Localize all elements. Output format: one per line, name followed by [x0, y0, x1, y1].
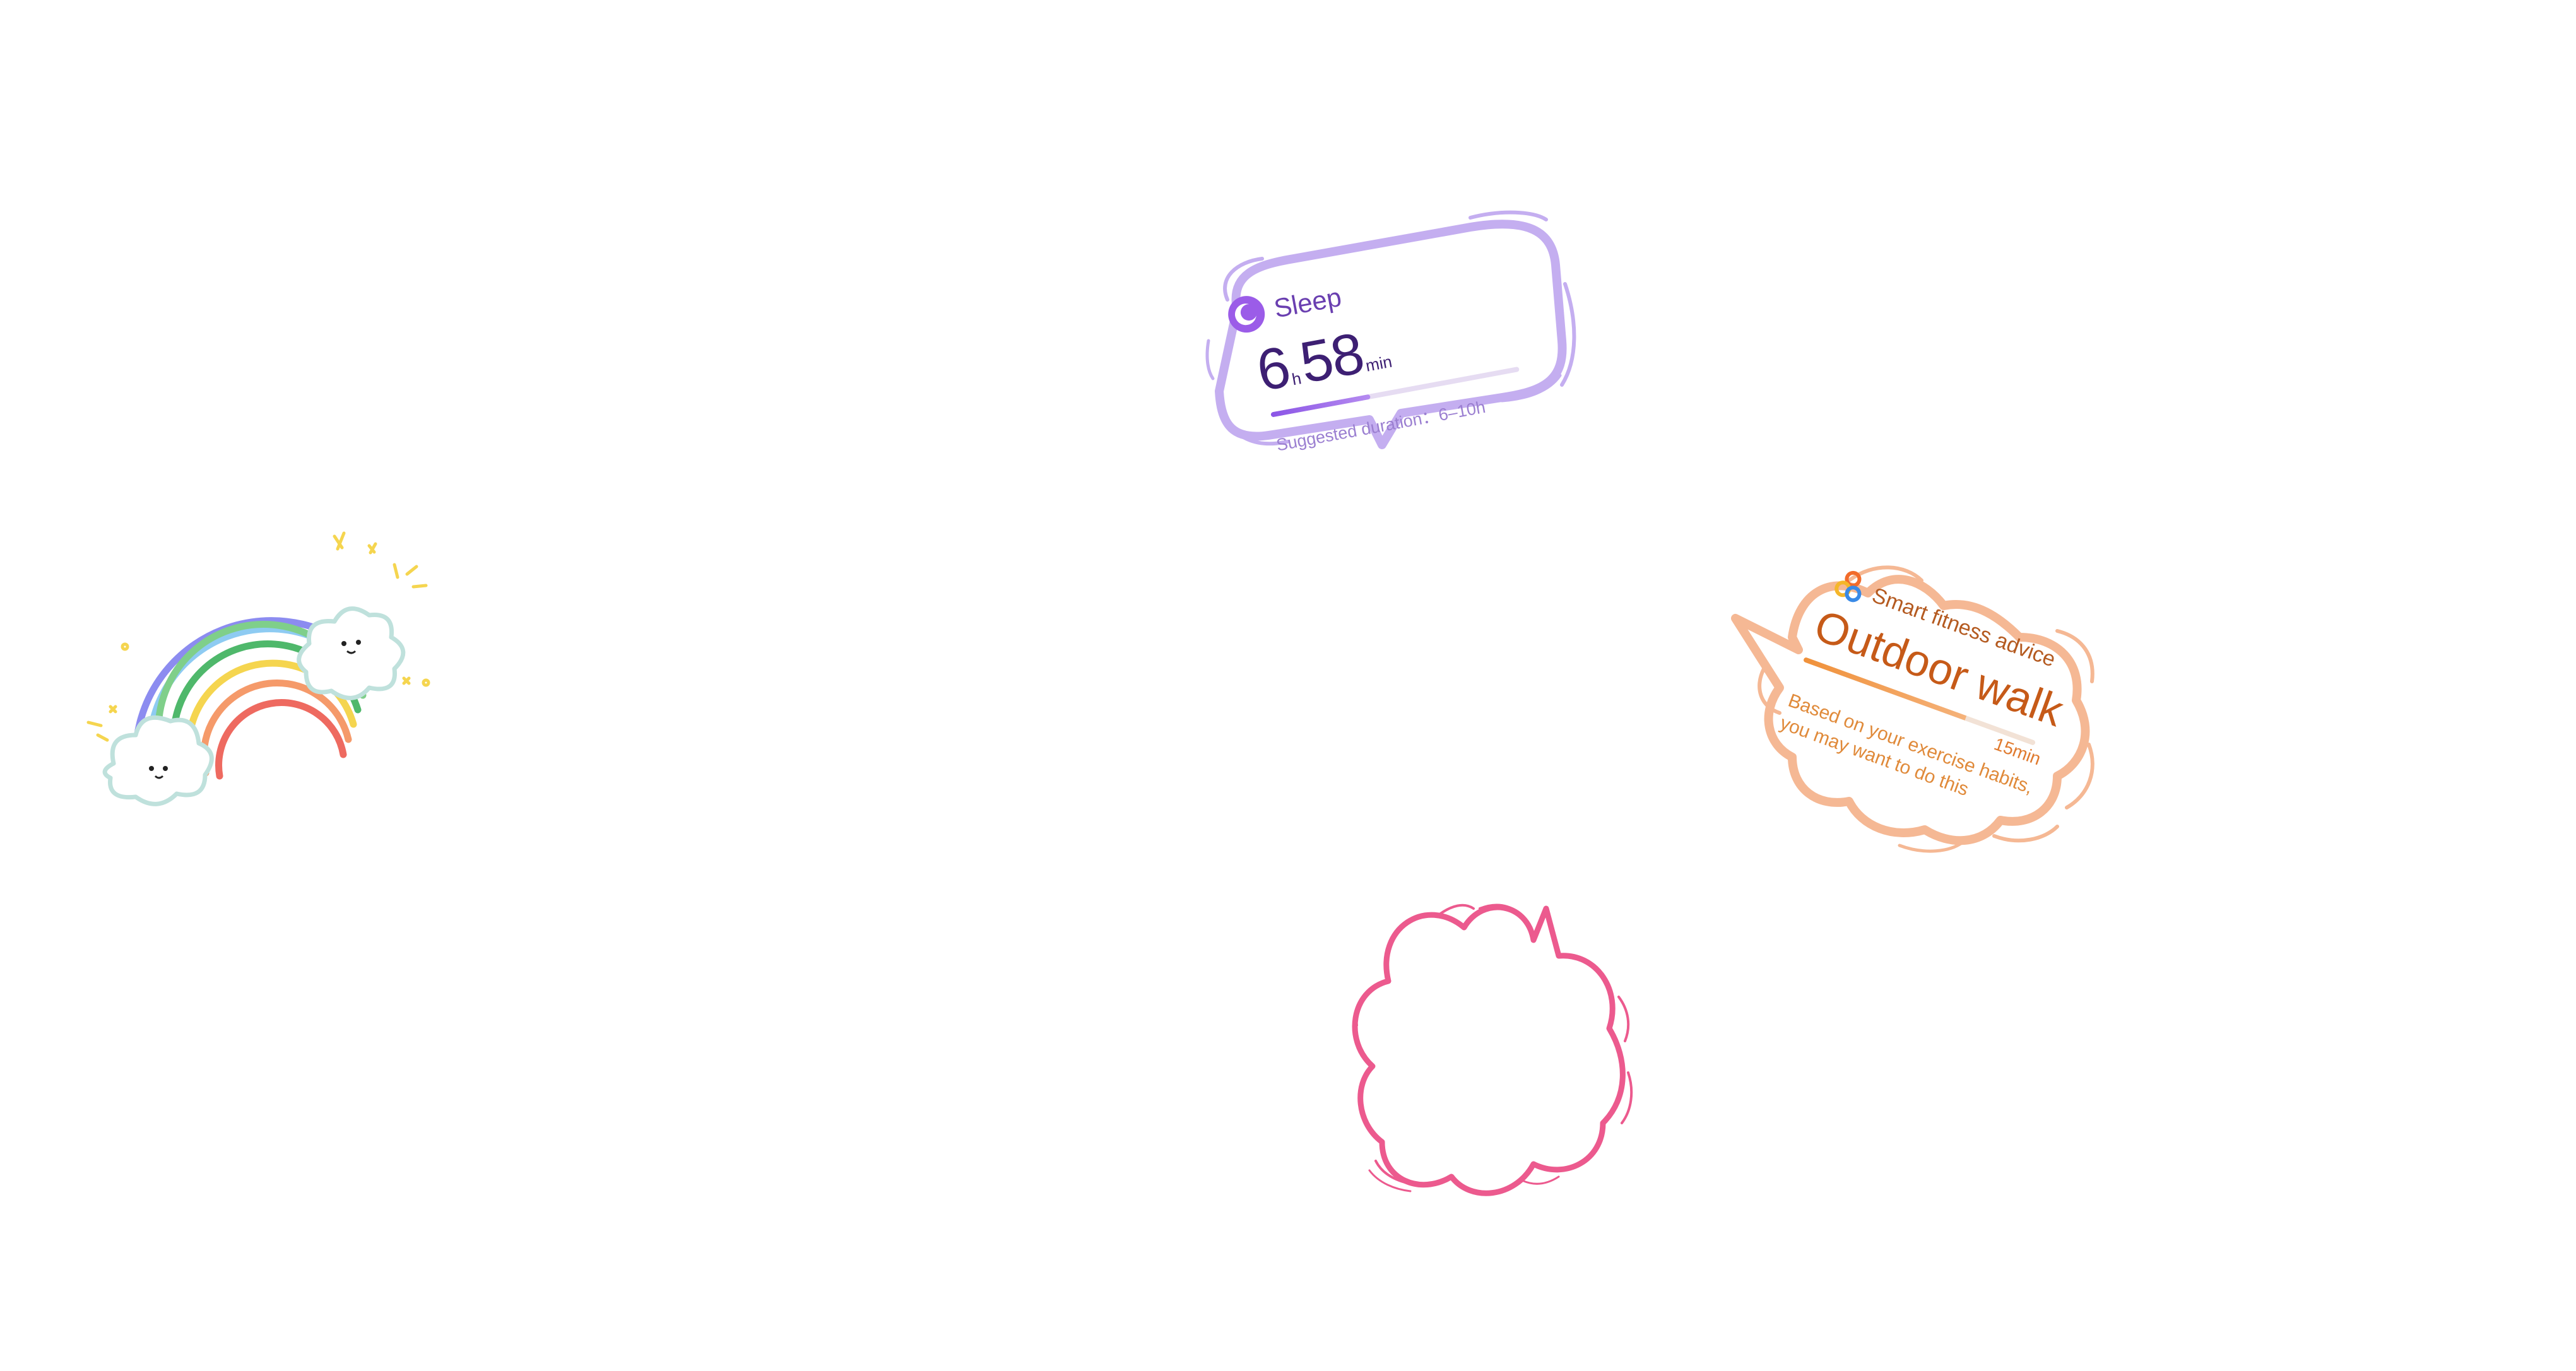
pink-cloud-bubble-icon [1352, 903, 1633, 1196]
rainbow-sticker [76, 517, 454, 814]
sleep-hours-unit: h [1290, 368, 1303, 389]
sleep-card[interactable]: Sleep 6h58min Suggested duration：6–10h [1174, 202, 1590, 492]
fitness-bubble-outline [1731, 565, 2094, 853]
sleep-bubble-outline [1205, 210, 1576, 449]
fitness-card-content: Smart fitness advice Outdoor walk 15min … [1761, 563, 2112, 876]
sleep-header: Sleep [1223, 275, 1345, 339]
fitness-header: Smart fitness advice [1827, 563, 2061, 678]
sleep-minutes: 58 [1295, 321, 1368, 396]
fitness-advice-card[interactable]: Smart fitness advice Outdoor walk 15min … [1704, 543, 2120, 896]
sleep-title: Sleep [1272, 281, 1344, 324]
pink-cloud-bubble [1313, 883, 1691, 1224]
moon-icon [1228, 296, 1265, 333]
sleep-hours: 6 [1251, 334, 1294, 404]
activity-rings-icon [1835, 570, 1862, 603]
sleep-card-content: Sleep 6h58min Suggested duration：6–10h [1223, 245, 1527, 464]
sleep-minutes-unit: min [1364, 351, 1394, 375]
rainbow-with-clouds-icon [86, 531, 430, 806]
